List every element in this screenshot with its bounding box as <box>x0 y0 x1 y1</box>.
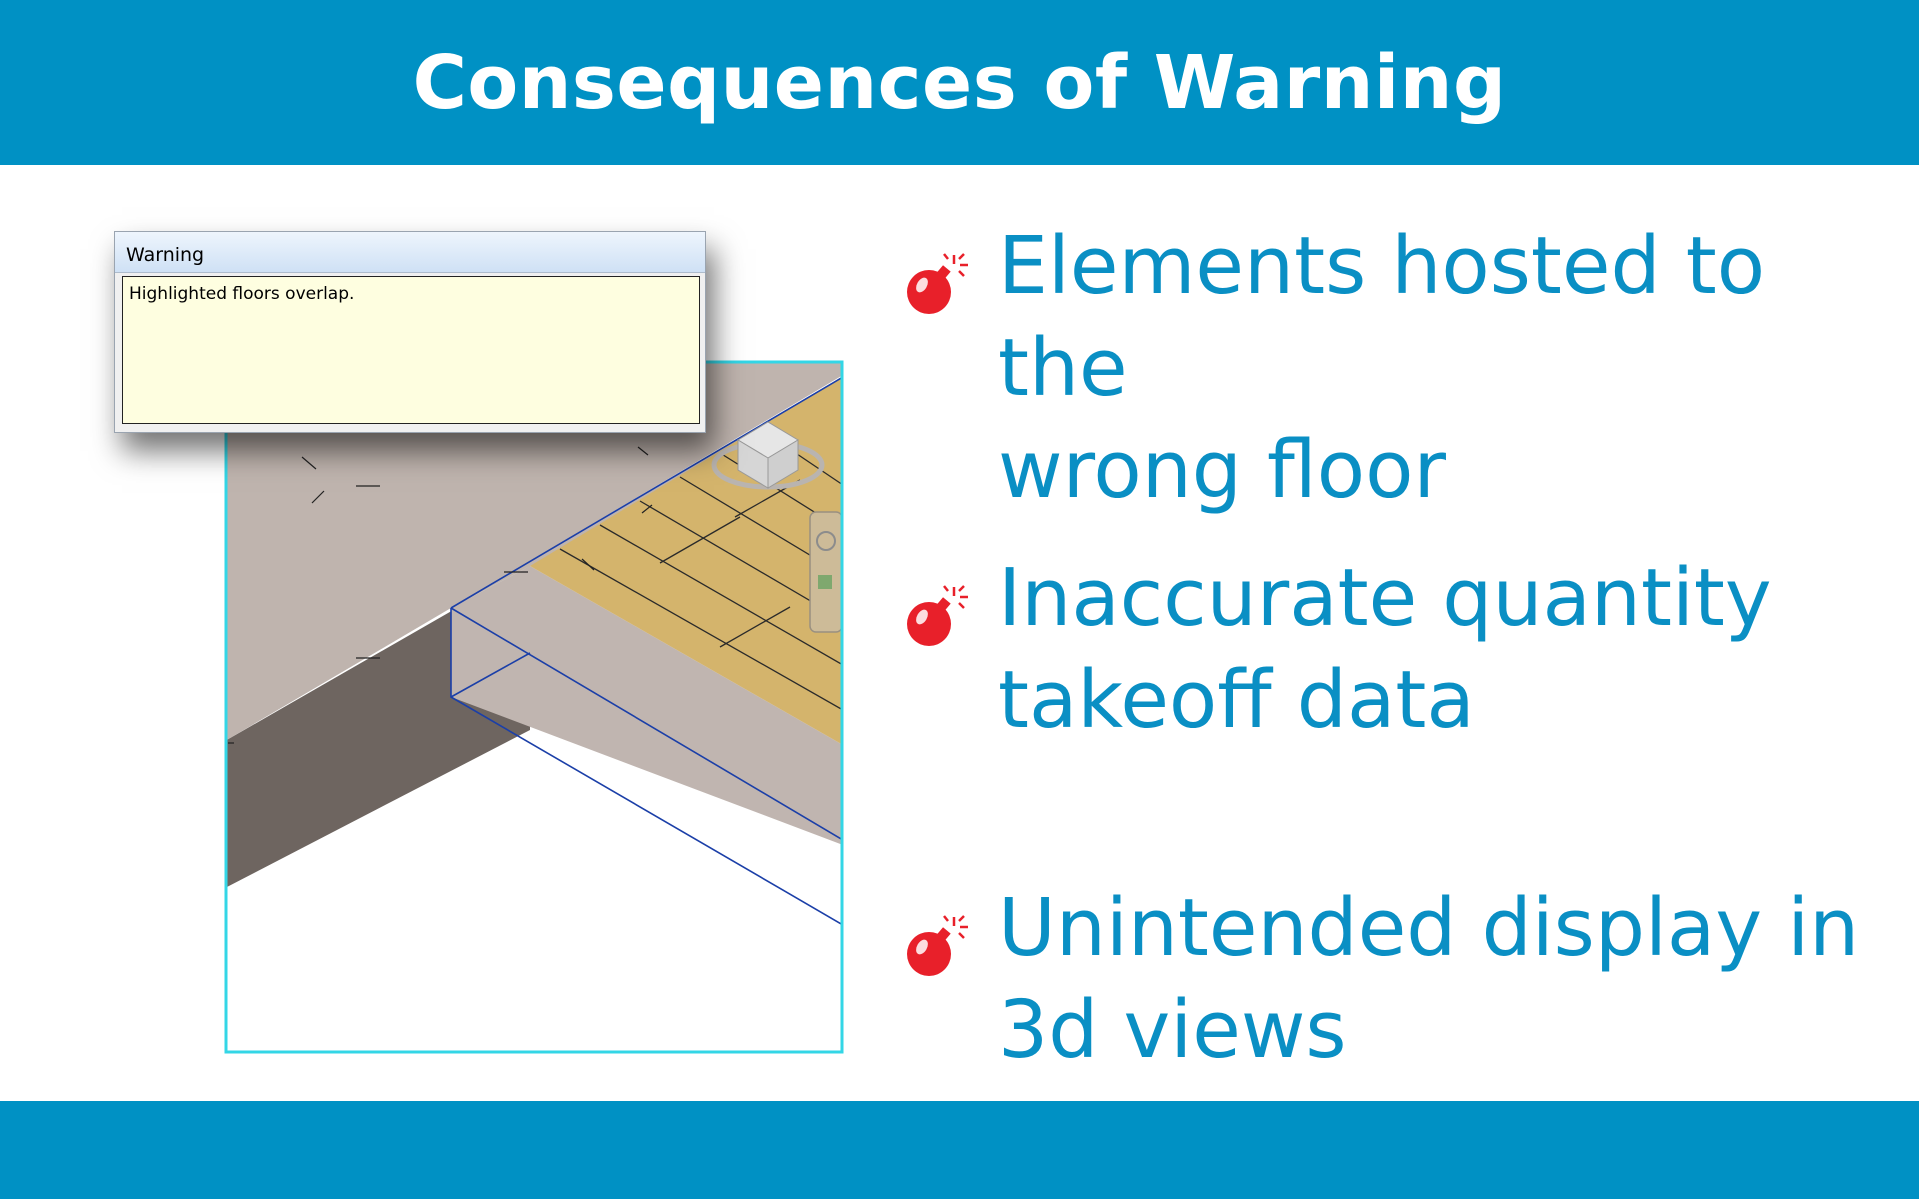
warning-dialog: Warning Highlighted floors overlap. <box>114 231 706 433</box>
list-item: Elements hosted to the wrong floor <box>890 215 1919 516</box>
bomb-icon <box>907 585 968 646</box>
bomb-icon <box>907 915 968 976</box>
warning-message: Highlighted floors overlap. <box>129 284 355 304</box>
bullet-text-line: Unintended display in <box>998 882 1860 974</box>
warning-dialog-titlebar[interactable]: Warning <box>115 232 705 273</box>
lower-floor-top-face <box>225 361 843 741</box>
bomb-icon <box>907 253 968 314</box>
floor-overlap-illustration <box>224 360 844 1054</box>
bullet-text-line: takeoff data <box>998 654 1475 746</box>
list-item: Inaccurate quantity takeoff data <box>890 547 1919 757</box>
view-cube-icon <box>711 421 825 490</box>
bullet-text-line: 3d views <box>998 984 1347 1076</box>
consequence-list: Elements hosted to the wrong floor Inacc… <box>890 165 1919 1101</box>
list-item: Unintended display in 3d views <box>890 877 1919 1087</box>
title-banner: Consequences of Warning <box>0 0 1919 165</box>
bullet-text-line: wrong floor <box>998 424 1446 516</box>
selection-outline <box>450 376 843 926</box>
bullet-text-line: Inaccurate quantity <box>998 552 1772 644</box>
revit-3d-view-figure <box>0 165 870 1101</box>
warning-dialog-title: Warning <box>126 244 205 266</box>
footer-banner <box>0 1101 1919 1199</box>
warning-message-box: Highlighted floors overlap. <box>122 276 700 424</box>
bullet-text-line: Elements hosted to the <box>998 220 1766 414</box>
slide-title: Consequences of Warning <box>412 39 1507 126</box>
upper-floor-side-face <box>451 566 843 845</box>
navigation-bar-icon <box>809 511 843 633</box>
sketch-marks <box>228 446 653 744</box>
